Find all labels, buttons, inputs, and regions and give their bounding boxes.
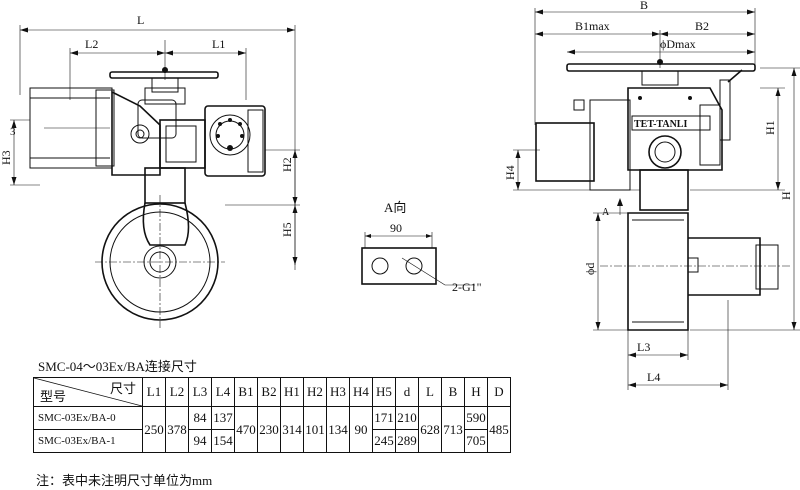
col-H1: H1 xyxy=(280,377,304,407)
cell-H4: 90 xyxy=(349,406,373,453)
col-D: D xyxy=(487,377,511,407)
dimension-table: 尺寸 型号 L1 L2 L3 L4 B1 B2 H1 H2 H3 H4 H5 d… xyxy=(33,377,511,453)
dim-L2: L2 xyxy=(85,37,98,51)
dim-H5: H5 xyxy=(280,222,294,237)
table-title: SMC-04～03Ex/BA连接尺寸 xyxy=(38,359,197,374)
col-B: B xyxy=(441,377,465,407)
cell-H3: 134 xyxy=(326,406,350,453)
col-L: L xyxy=(418,377,442,407)
dim-B2: B2 xyxy=(695,19,709,33)
col-B2: B2 xyxy=(257,377,281,407)
dim-L: L xyxy=(137,13,144,27)
table-corner: 尺寸 型号 xyxy=(33,377,143,407)
table-row: SMC-03Ex/BA-0 250 378 84 137 470 230 314… xyxy=(33,406,511,453)
col-H: H xyxy=(464,377,488,407)
cell-H5: 171 xyxy=(372,406,396,430)
col-d: d xyxy=(395,377,419,407)
dim-H1: H1 xyxy=(763,120,777,135)
dim-d: ϕd xyxy=(583,263,597,275)
cell-L4: 154 xyxy=(211,429,235,453)
col-H5: H5 xyxy=(372,377,396,407)
col-L3: L3 xyxy=(188,377,212,407)
dim-H3: H3 xyxy=(0,150,13,165)
cell-H: 590 xyxy=(464,406,488,430)
dim-H: H xyxy=(779,191,793,200)
cell-L1: 250 xyxy=(142,406,166,453)
cell-H1: 314 xyxy=(280,406,304,453)
col-L2: L2 xyxy=(165,377,189,407)
side-view: B B1max B2 ϕDmax TET-TANLI xyxy=(503,0,800,390)
ports-label: 2-G1" xyxy=(452,280,482,294)
footnote: 注：表中未注明尺寸单位为mm xyxy=(36,473,213,488)
cell-D: 485 xyxy=(487,406,511,453)
corner-top-label: 尺寸 xyxy=(109,381,136,396)
cell-d: 210 xyxy=(395,406,419,430)
dim-L3: L3 xyxy=(637,340,650,354)
table-header-row: 尺寸 型号 L1 L2 L3 L4 B1 B2 H1 H2 H3 H4 H5 d… xyxy=(33,377,511,407)
dim-L4: L4 xyxy=(647,370,660,384)
dim-B1max: B1max xyxy=(575,19,610,33)
cell-L2: 378 xyxy=(165,406,189,453)
col-L1: L1 xyxy=(142,377,166,407)
col-H3: H3 xyxy=(326,377,350,407)
dim-Dmax: ϕDmax xyxy=(660,37,696,51)
col-H4: H4 xyxy=(349,377,373,407)
cell-d: 289 xyxy=(395,429,419,453)
row-model: SMC-03Ex/BA-1 xyxy=(33,429,143,453)
cell-L4: 137 xyxy=(211,406,235,430)
brand-plate: TET-TANLI xyxy=(634,119,687,130)
front-view: L L2 L1 xyxy=(0,13,300,328)
col-B1: B1 xyxy=(234,377,258,407)
cell-B1: 470 xyxy=(234,406,258,453)
a-view-label: A向 xyxy=(384,200,406,215)
dim-L1: L1 xyxy=(212,37,225,51)
col-H2: H2 xyxy=(303,377,327,407)
dim-90: 90 xyxy=(390,221,402,235)
cell-H5: 245 xyxy=(372,429,396,453)
arrow-A: A xyxy=(602,207,610,218)
row-model: SMC-03Ex/BA-0 xyxy=(33,406,143,430)
a-view: A向 90 2-G1" xyxy=(361,200,482,294)
corner-bottom-label: 型号 xyxy=(40,389,67,404)
cell-H: 705 xyxy=(464,429,488,453)
dim-H2: H2 xyxy=(280,157,294,172)
cell-H2: 101 xyxy=(303,406,327,453)
cell-B2: 230 xyxy=(257,406,281,453)
cell-L: 628 xyxy=(418,406,442,453)
col-L4: L4 xyxy=(211,377,235,407)
dim-B: B xyxy=(640,0,648,12)
dim-H3-mark: 3 xyxy=(10,126,16,138)
cell-B: 713 xyxy=(441,406,465,453)
table-row: SMC-03Ex/BA-1 94 154 245 289 705 xyxy=(33,429,511,453)
cell-L3: 94 xyxy=(188,429,212,453)
cell-L3: 84 xyxy=(188,406,212,430)
dim-H4: H4 xyxy=(503,165,517,180)
